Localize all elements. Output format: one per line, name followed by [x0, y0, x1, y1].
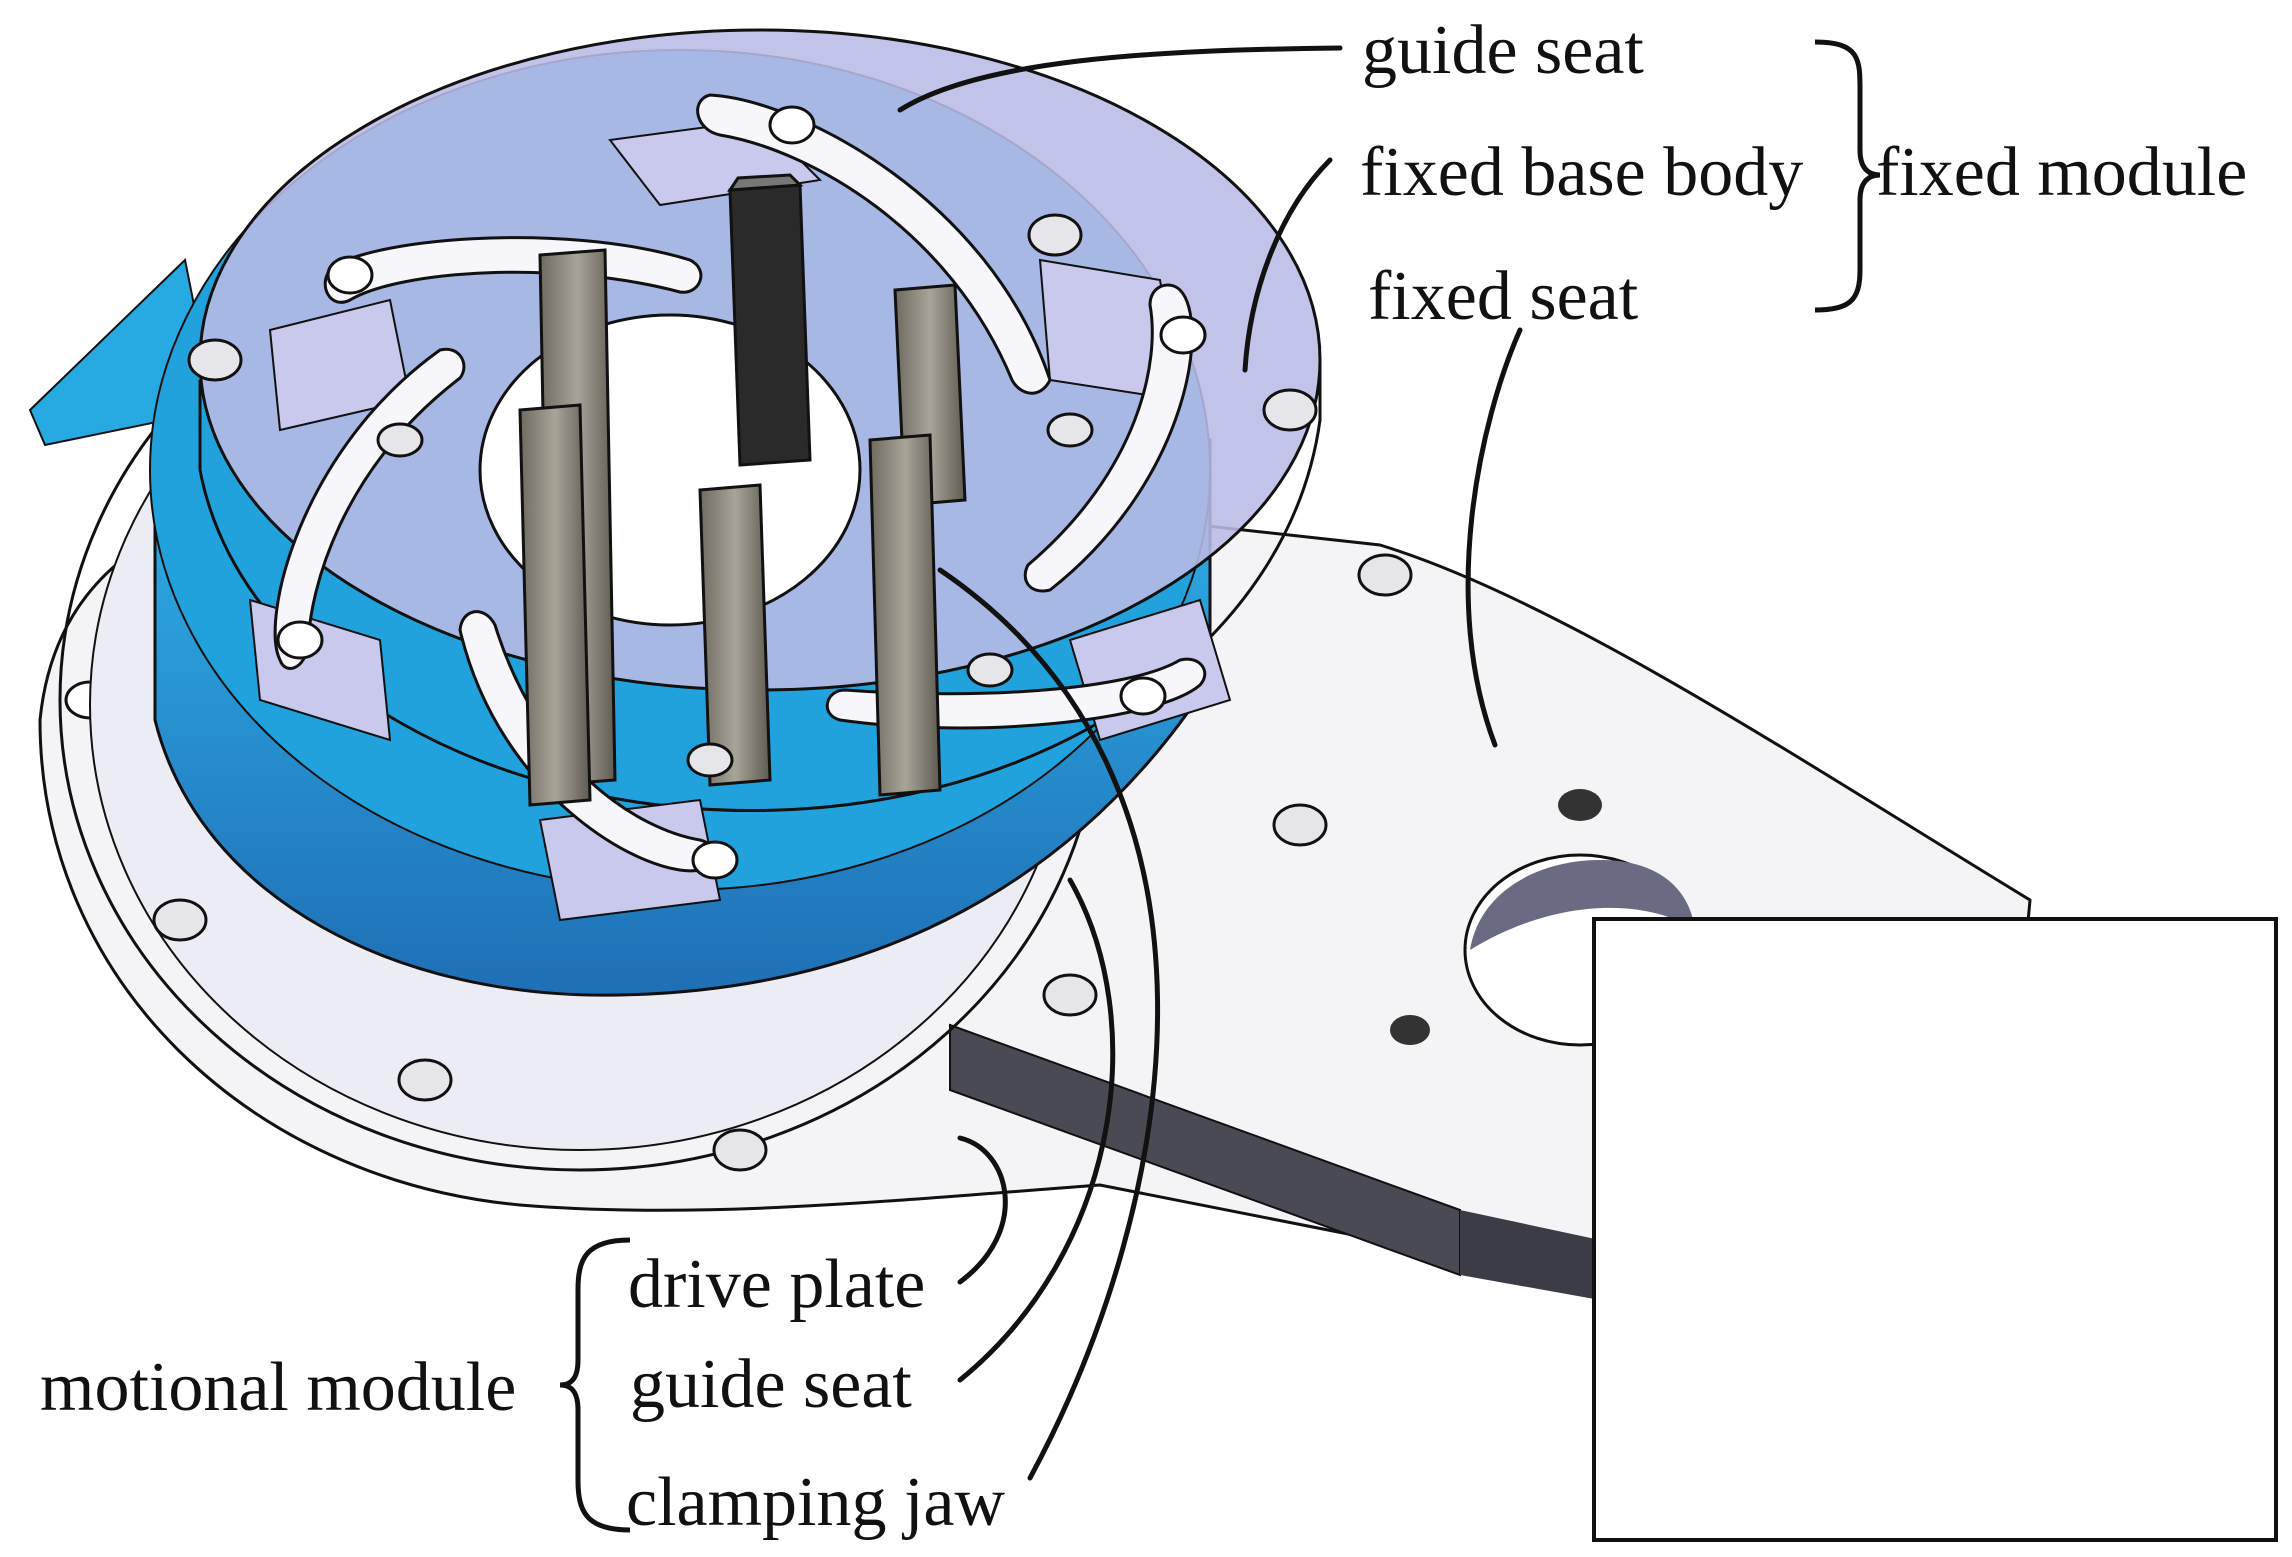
- clamping-jaw: [698, 483, 772, 787]
- label-fixed-base-body: fixed base body: [1360, 134, 1804, 211]
- label-motional-module: motional module: [40, 1349, 517, 1426]
- leader-motional-guide-seat: [957, 877, 1116, 1383]
- leader-fixed-seat: [1465, 327, 1523, 748]
- leader-fixed-guide-seat: [897, 45, 1343, 113]
- label-motional-guide-seat: guide seat: [630, 1346, 912, 1423]
- plate-hole: [1558, 789, 1602, 821]
- label-clamping-jaw: clamping jaw: [626, 1464, 1006, 1541]
- clamping-jaw: [518, 403, 592, 807]
- guide-blocks: [248, 118, 1232, 922]
- screws: [152, 213, 1413, 1172]
- plate-hole: [1390, 1015, 1430, 1045]
- label-fixed-module: fixed module: [1876, 134, 2248, 211]
- clamping-jaw: [728, 183, 812, 467]
- leader-drive-plate: [957, 1135, 1008, 1285]
- slot-pins: [276, 105, 1207, 880]
- leader-fixed-base-body: [1242, 157, 1333, 373]
- inset-frame: [1592, 917, 2278, 1542]
- label-fixed-guide-seat: guide seat: [1362, 12, 1644, 89]
- leader-lines: [897, 45, 1523, 1481]
- clamping-jaw: [868, 433, 942, 797]
- label-drive-plate: drive plate: [628, 1246, 926, 1323]
- leader-clamping-jaw: [937, 567, 1160, 1481]
- motional-module-brace: [559, 1237, 631, 1533]
- label-fixed-seat: fixed seat: [1368, 258, 1639, 335]
- clamping-jaws: [518, 173, 967, 807]
- fixed-module-brace: [1814, 39, 1881, 313]
